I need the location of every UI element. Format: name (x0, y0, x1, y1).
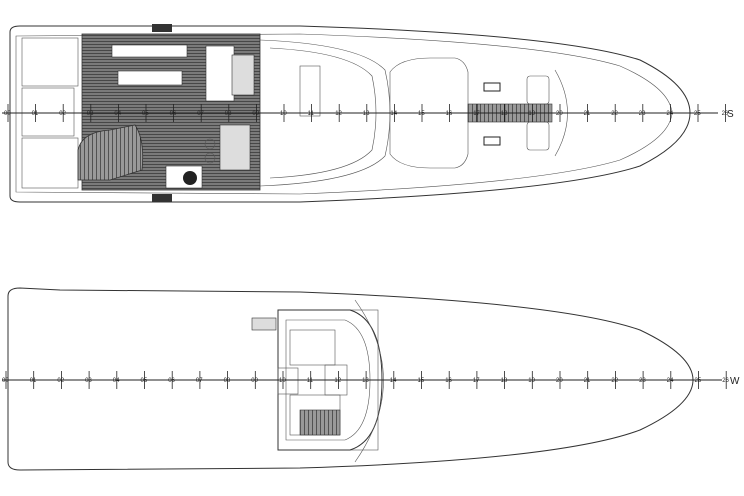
station-label: 13 (363, 111, 370, 117)
station-label: 06 (168, 378, 175, 384)
upper-helm-console (205, 45, 235, 102)
station-label: 23 (639, 111, 646, 117)
upper-fender-top (152, 24, 172, 32)
station-label: 26 (722, 111, 729, 117)
lower-axis-end-label: W (730, 376, 740, 387)
station-label: 02 (57, 378, 64, 384)
station-label: 04 (113, 378, 120, 384)
station-label: 06 (170, 111, 177, 117)
upper-axis-end-label: S (727, 109, 734, 120)
upper-station-ticks: 00 01 02 03 04 05 06 07 08 09 10 11 12 13 14 15 16 17 18 19… (4, 104, 729, 122)
upper-curved-sofa (77, 124, 144, 181)
station-label: 26 (722, 378, 729, 384)
upper-side-seat (219, 124, 251, 171)
station-label: 20 (556, 378, 563, 384)
station-label: 07 (196, 378, 203, 384)
station-label: 15 (418, 378, 425, 384)
station-label: 03 (87, 111, 94, 117)
station-label: 25 (695, 378, 702, 384)
station-label: 25 (694, 111, 701, 117)
station-label: 11 (307, 378, 314, 384)
station-label: 19 (528, 111, 535, 117)
station-label: 14 (390, 378, 397, 384)
station-label: 24 (666, 111, 673, 117)
station-label: 02 (59, 111, 66, 117)
station-label: 14 (390, 111, 397, 117)
station-label: 00 (2, 378, 9, 384)
station-label: 22 (611, 378, 618, 384)
lower-stairs (299, 409, 341, 436)
station-label: 21 (584, 378, 591, 384)
lower-deck-plan: 00 01 02 03 04 05 06 07 08 09 10 11 12 13 14 15 16 17 18 19… (2, 287, 740, 471)
upper-hatch-stbd (483, 136, 501, 146)
station-label: 16 (446, 111, 453, 117)
station-label: 21 (584, 111, 591, 117)
upper-bench (111, 44, 188, 58)
station-label: 15 (418, 111, 425, 117)
station-label: 10 (279, 378, 286, 384)
station-label: 00 (4, 111, 11, 117)
station-label: 23 (639, 378, 646, 384)
lower-station-ticks: 00 01 02 03 04 05 06 07 08 09 10 11 12 13 14 15 16 17 18 19… (2, 371, 730, 389)
upper-stern-lounger-stbd (21, 137, 79, 189)
station-label: 05 (142, 111, 149, 117)
station-label: 01 (32, 111, 39, 117)
station-label: 10 (280, 111, 287, 117)
station-label: 13 (362, 378, 369, 384)
upper-fender-bottom (152, 194, 172, 202)
upper-stern-pool (21, 87, 75, 137)
upper-helm-seat (231, 54, 255, 96)
upper-stern-lounger-port (21, 37, 79, 87)
station-label: 19 (528, 378, 535, 384)
station-label: 08 (225, 111, 232, 117)
station-label: 12 (334, 378, 341, 384)
station-label: 20 (556, 111, 563, 117)
upper-grill (183, 171, 197, 185)
upper-deck-plan: 00 01 02 03 04 05 06 07 08 09 10 11 12 13 14 15 16 17 18 19… (2, 24, 734, 203)
station-label: 03 (85, 378, 92, 384)
station-label: 08 (224, 378, 231, 384)
station-label: 17 (473, 111, 480, 117)
station-label: 09 (252, 111, 259, 117)
station-label: 17 (473, 378, 480, 384)
upper-windscreen-box (299, 65, 321, 117)
station-label: 18 (501, 378, 508, 384)
station-label: 09 (251, 378, 258, 384)
station-label: 01 (30, 378, 37, 384)
station-label: 22 (611, 111, 618, 117)
station-label: 18 (501, 111, 508, 117)
lower-mooring (251, 317, 277, 331)
station-label: 05 (141, 378, 148, 384)
lower-helm (277, 367, 299, 395)
upper-hatch-port (483, 82, 501, 92)
station-label: 24 (667, 378, 674, 384)
upper-foredeck-pads (389, 57, 469, 169)
station-label: 12 (335, 111, 342, 117)
station-label: 11 (308, 111, 315, 117)
station-label: 16 (445, 378, 452, 384)
station-label: 04 (114, 111, 121, 117)
station-label: 07 (197, 111, 204, 117)
upper-table (117, 70, 183, 86)
